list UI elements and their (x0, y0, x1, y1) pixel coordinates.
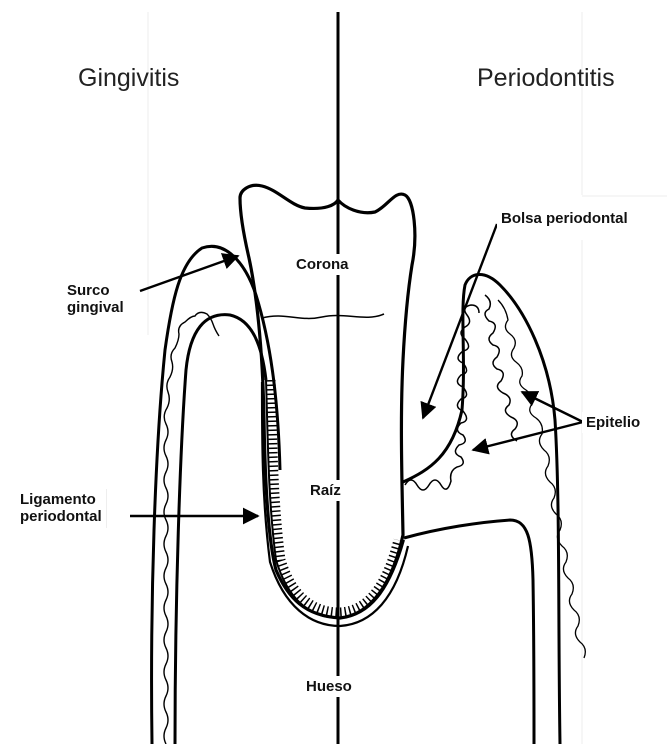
epitelio-label: Epitelio (582, 412, 644, 433)
surco-gingival-line2: gingival (67, 299, 124, 316)
surco-gingival-label: Surco gingival (63, 280, 128, 319)
cej-line (262, 314, 384, 318)
bolsa-arrow (423, 224, 497, 418)
ligamento-periodontal-label: Ligamento periodontal (16, 489, 107, 528)
gingivitis-title: Gingivitis (78, 64, 179, 93)
surco-gingival-line1: Surco (67, 282, 124, 299)
ligamento-line2: periodontal (20, 508, 102, 525)
corona-label: Corona (292, 254, 353, 275)
left-gum-outline (152, 246, 280, 744)
raiz-label: Raíz (306, 480, 345, 501)
right-pocket-epithelium (405, 305, 479, 490)
hueso-label: Hueso (302, 676, 356, 697)
right-gum-outline (403, 274, 560, 744)
periodontitis-title: Periodontitis (477, 64, 615, 93)
bolsa-periodontal-label: Bolsa periodontal (497, 208, 632, 229)
right-pocket-epithelium-inner (485, 295, 517, 441)
ligamento-line1: Ligamento (20, 491, 102, 508)
right-bone-crest (404, 520, 534, 744)
left-bone-crest (175, 315, 266, 744)
epitelio-arrow-2 (473, 422, 583, 450)
left-epithelium-wave (164, 312, 219, 744)
bone-socket (262, 382, 408, 626)
guide-lines (148, 12, 667, 744)
